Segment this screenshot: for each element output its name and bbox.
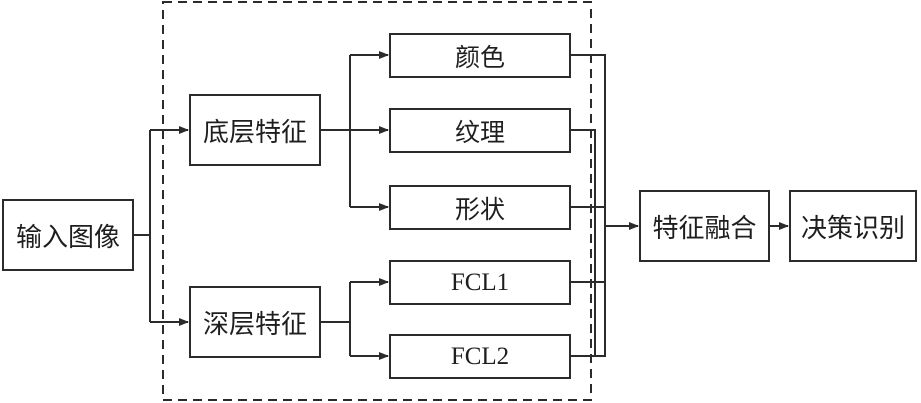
- decision-box: 决策识别: [789, 190, 917, 262]
- feature-extraction-region: [162, 1, 592, 401]
- texture-label: 纹理: [454, 117, 505, 147]
- shape-label: 形状: [454, 194, 505, 224]
- fcl1-box: FCL1: [389, 260, 571, 305]
- feature-fusion-box: 特征融合: [639, 190, 770, 262]
- low-level-features-box: 底层特征: [189, 94, 321, 166]
- decision-label: 决策识别: [800, 213, 905, 244]
- fcl1-label: FCL1: [450, 268, 510, 296]
- feature-fusion-label: 特征融合: [652, 213, 757, 244]
- deep-features-label: 深层特征: [202, 309, 307, 340]
- connector-fcl1-out: [570, 226, 606, 283]
- deep-features-box: 深层特征: [189, 286, 321, 358]
- texture-box: 纹理: [389, 108, 571, 153]
- connector-color-out: [570, 54, 606, 226]
- color-label: 颜色: [454, 42, 505, 72]
- fcl2-label: FCL2: [450, 342, 510, 370]
- input-image-label: 输入图像: [15, 222, 120, 253]
- low-level-features-label: 底层特征: [202, 117, 307, 148]
- connector-input-split: [133, 130, 151, 322]
- color-box: 颜色: [389, 33, 571, 78]
- fcl2-box: FCL2: [389, 334, 571, 379]
- input-image-box: 输入图像: [2, 199, 134, 271]
- connector-fcl2-out: [595, 282, 606, 357]
- connector-low-level-split: [320, 55, 351, 207]
- shape-box: 形状: [389, 185, 571, 230]
- connector-texture-out: [570, 129, 596, 357]
- connector-deep-split: [320, 282, 351, 356]
